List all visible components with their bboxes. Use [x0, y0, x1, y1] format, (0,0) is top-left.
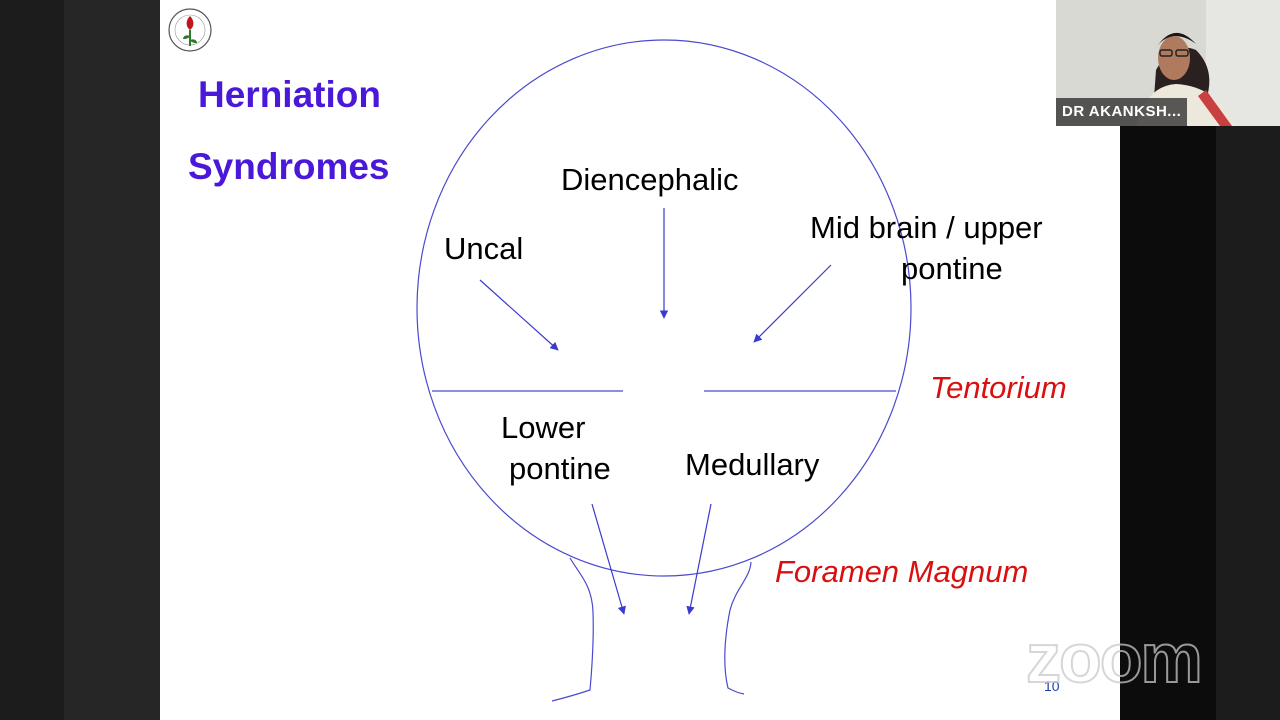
label-lower-pontine-line-1: Lower — [501, 410, 586, 445]
slide-title-line-2: Syndromes — [188, 146, 390, 187]
label-midbrain-line-2: pontine — [901, 251, 1003, 286]
herniation-diagram — [416, 39, 912, 702]
zoom-watermark: zoom — [1025, 618, 1204, 698]
label-uncal: Uncal — [444, 231, 524, 266]
spinal-canal-right — [724, 561, 752, 695]
label-diencephalic: Diencephalic — [561, 162, 739, 197]
society-logo-icon — [168, 8, 212, 52]
slide-title-line-1: Herniation — [198, 74, 381, 115]
spinal-canal-left — [551, 557, 594, 702]
skull-outline — [416, 39, 912, 577]
shared-slide: Herniation Syndromes Diencephalic Uncal … — [160, 0, 1120, 720]
label-medullary: Medullary — [685, 447, 820, 482]
participant-name-tag: DR AKANKSH... — [1056, 98, 1188, 126]
arrow-medullary — [686, 503, 712, 615]
arrow-lower-pontine — [591, 503, 626, 615]
arrow-midbrain — [753, 264, 832, 343]
label-midbrain-line-1: Mid brain / upper — [810, 210, 1043, 245]
left-letterbox-inner — [64, 0, 160, 720]
label-lower-pontine-line-2: pontine — [509, 451, 611, 486]
label-tentorium: Tentorium — [930, 370, 1067, 405]
slide-page-number: 10 — [1044, 678, 1060, 694]
label-foramen-magnum: Foramen Magnum — [775, 554, 1029, 589]
participant-video-tile[interactable]: DR AKANKSH... — [1056, 0, 1280, 126]
arrow-uncal — [479, 279, 559, 351]
left-letterbox — [0, 0, 64, 720]
